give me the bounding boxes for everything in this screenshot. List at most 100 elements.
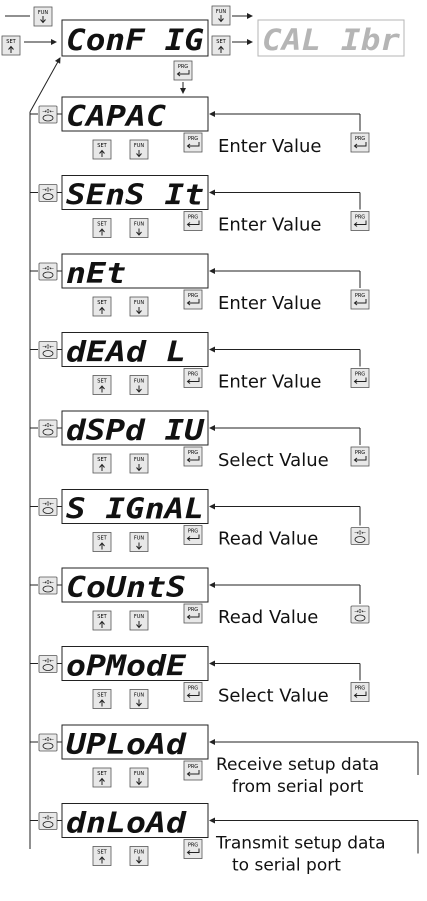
fun-key[interactable]: FUN xyxy=(129,610,149,631)
set-key-label: SET xyxy=(97,614,107,620)
zero-key-glyph: →0← xyxy=(42,659,54,665)
fun-key[interactable]: FUN xyxy=(129,532,149,552)
prg-key-return-label: PRG xyxy=(355,686,365,692)
prg-key[interactable]: PRG xyxy=(183,132,203,153)
prg-key-label: PRG xyxy=(188,686,198,692)
fun-key-label: FUN xyxy=(134,536,145,542)
set-key-label: SET xyxy=(97,693,107,699)
action-label: Enter Value xyxy=(218,215,321,236)
prg-key[interactable]: PRG xyxy=(183,289,203,310)
set-key[interactable]: SET xyxy=(92,767,112,788)
prg-key-return-label: PRG xyxy=(355,372,365,378)
menu-row: →0← oPModE SET FUN PRG Select Value PRG xyxy=(30,646,370,709)
fun-key-label: FUN xyxy=(134,379,145,385)
set-key[interactable]: SET xyxy=(92,689,112,709)
lcd-display: UPLoAd xyxy=(61,724,209,761)
zero-key[interactable]: →0← xyxy=(38,341,58,359)
fun-key-top-left[interactable]: FUN xyxy=(33,6,53,27)
prg-key-label: PRG xyxy=(188,136,198,142)
zero-key[interactable]: →0← xyxy=(38,498,58,516)
prg-key[interactable]: PRG xyxy=(183,682,203,702)
prg-key-return[interactable]: PRG xyxy=(350,289,370,310)
fun-key-label: FUN xyxy=(38,10,49,16)
fun-key[interactable]: FUN xyxy=(129,689,149,709)
zero-key[interactable]: →0← xyxy=(38,262,58,281)
prg-key-header[interactable]: PRG xyxy=(173,60,193,81)
set-key[interactable]: SET xyxy=(92,375,112,395)
prg-key[interactable]: PRG xyxy=(183,446,203,467)
zero-key[interactable]: →0← xyxy=(38,576,58,595)
prg-key[interactable]: PRG xyxy=(183,839,203,859)
prg-key-return[interactable]: PRG xyxy=(350,132,370,153)
set-key[interactable]: SET xyxy=(92,453,112,474)
lcd-display-text: oPModE xyxy=(66,650,187,683)
prg-key[interactable]: PRG xyxy=(183,760,203,781)
prg-key[interactable]: PRG xyxy=(183,368,203,388)
set-key[interactable]: SET xyxy=(92,846,112,866)
zero-key[interactable]: →0← xyxy=(38,655,58,673)
lcd-display-text: dEAd L xyxy=(66,336,186,369)
prg-key-return[interactable]: PRG xyxy=(350,211,370,231)
fun-key-top-right[interactable]: FUN xyxy=(211,5,231,26)
prg-key-label: PRG xyxy=(188,607,198,613)
prg-key-label: PRG xyxy=(188,215,198,221)
lcd-display-text: dSPd IU xyxy=(66,414,205,447)
fun-key[interactable]: FUN xyxy=(129,453,149,474)
prg-key-return[interactable]: PRG xyxy=(350,682,370,702)
calibr-display-text: CAL Ibr xyxy=(262,23,401,57)
zero-key-glyph: →0← xyxy=(42,580,54,586)
set-key-header-right[interactable]: SET xyxy=(211,35,231,56)
lcd-display: dnLoAd xyxy=(61,803,209,840)
lcd-display: nEt xyxy=(61,253,209,290)
set-key[interactable]: SET xyxy=(92,610,112,631)
prg-key[interactable]: PRG xyxy=(183,211,203,231)
fun-key-label: FUN xyxy=(134,457,145,463)
set-key-label: SET xyxy=(97,143,107,149)
prg-key-label: PRG xyxy=(188,450,198,456)
prg-key-return-label: PRG xyxy=(355,215,365,221)
fun-key[interactable]: FUN xyxy=(129,296,149,317)
set-key-header[interactable]: SET xyxy=(1,35,21,56)
set-key[interactable]: SET xyxy=(92,296,112,317)
lcd-display: dEAd L xyxy=(61,332,209,369)
return-arrow-to-config xyxy=(29,57,61,113)
zero-key[interactable]: →0← xyxy=(38,105,58,124)
zero-key[interactable]: →0← xyxy=(38,419,58,438)
lcd-display-text: SEnS It xyxy=(66,179,204,212)
zero-key[interactable]: →0← xyxy=(38,812,58,830)
zero-key[interactable]: →0← xyxy=(38,184,58,202)
prg-key-return[interactable]: PRG xyxy=(350,446,370,467)
fun-key[interactable]: FUN xyxy=(129,139,149,160)
zero-key-return[interactable]: →0← xyxy=(350,527,370,545)
lcd-display: S IGnAL xyxy=(61,489,209,526)
prg-key[interactable]: PRG xyxy=(183,525,203,545)
fun-key[interactable]: FUN xyxy=(129,767,149,788)
lcd-display-text: UPLoAd xyxy=(66,728,187,761)
action-label: Select Value xyxy=(218,686,329,707)
fun-key-label: FUN xyxy=(134,222,145,228)
prg-key-return[interactable]: PRG xyxy=(350,368,370,388)
fun-key-label: FUN xyxy=(134,300,145,306)
zero-key-glyph: →0← xyxy=(42,502,54,508)
set-key[interactable]: SET xyxy=(92,218,112,238)
fun-key[interactable]: FUN xyxy=(129,375,149,395)
prg-key-label: PRG xyxy=(178,64,188,70)
zero-key-glyph: →0← xyxy=(354,609,366,615)
set-key[interactable]: SET xyxy=(92,139,112,160)
set-key[interactable]: SET xyxy=(92,532,112,552)
prg-key[interactable]: PRG xyxy=(183,603,203,624)
lcd-display: oPModE xyxy=(61,646,209,683)
prg-key-label: PRG xyxy=(188,529,198,535)
prg-key-label: PRG xyxy=(188,843,198,849)
set-key-label: SET xyxy=(97,222,107,228)
fun-key[interactable]: FUN xyxy=(129,218,149,238)
zero-key-return[interactable]: →0← xyxy=(350,605,370,624)
zero-key[interactable]: →0← xyxy=(38,733,58,752)
fun-key[interactable]: FUN xyxy=(129,846,149,866)
prg-key-return-label: PRG xyxy=(355,293,365,299)
